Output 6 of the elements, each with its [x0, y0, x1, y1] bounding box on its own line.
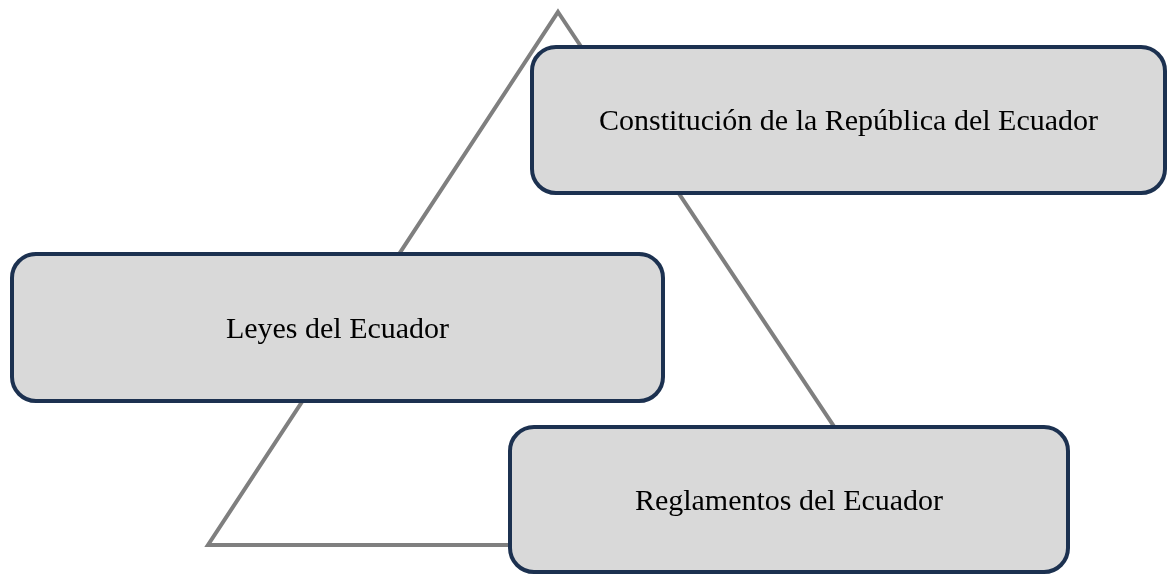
- box-label: Constitución de la República del Ecuador: [599, 102, 1098, 138]
- box-label: Leyes del Ecuador: [225, 309, 450, 346]
- rounded-box: [10, 252, 665, 403]
- box-label: Reglamentos del Ecuador: [634, 481, 944, 518]
- rounded-box: [530, 45, 1167, 195]
- rounded-box: [508, 425, 1070, 574]
